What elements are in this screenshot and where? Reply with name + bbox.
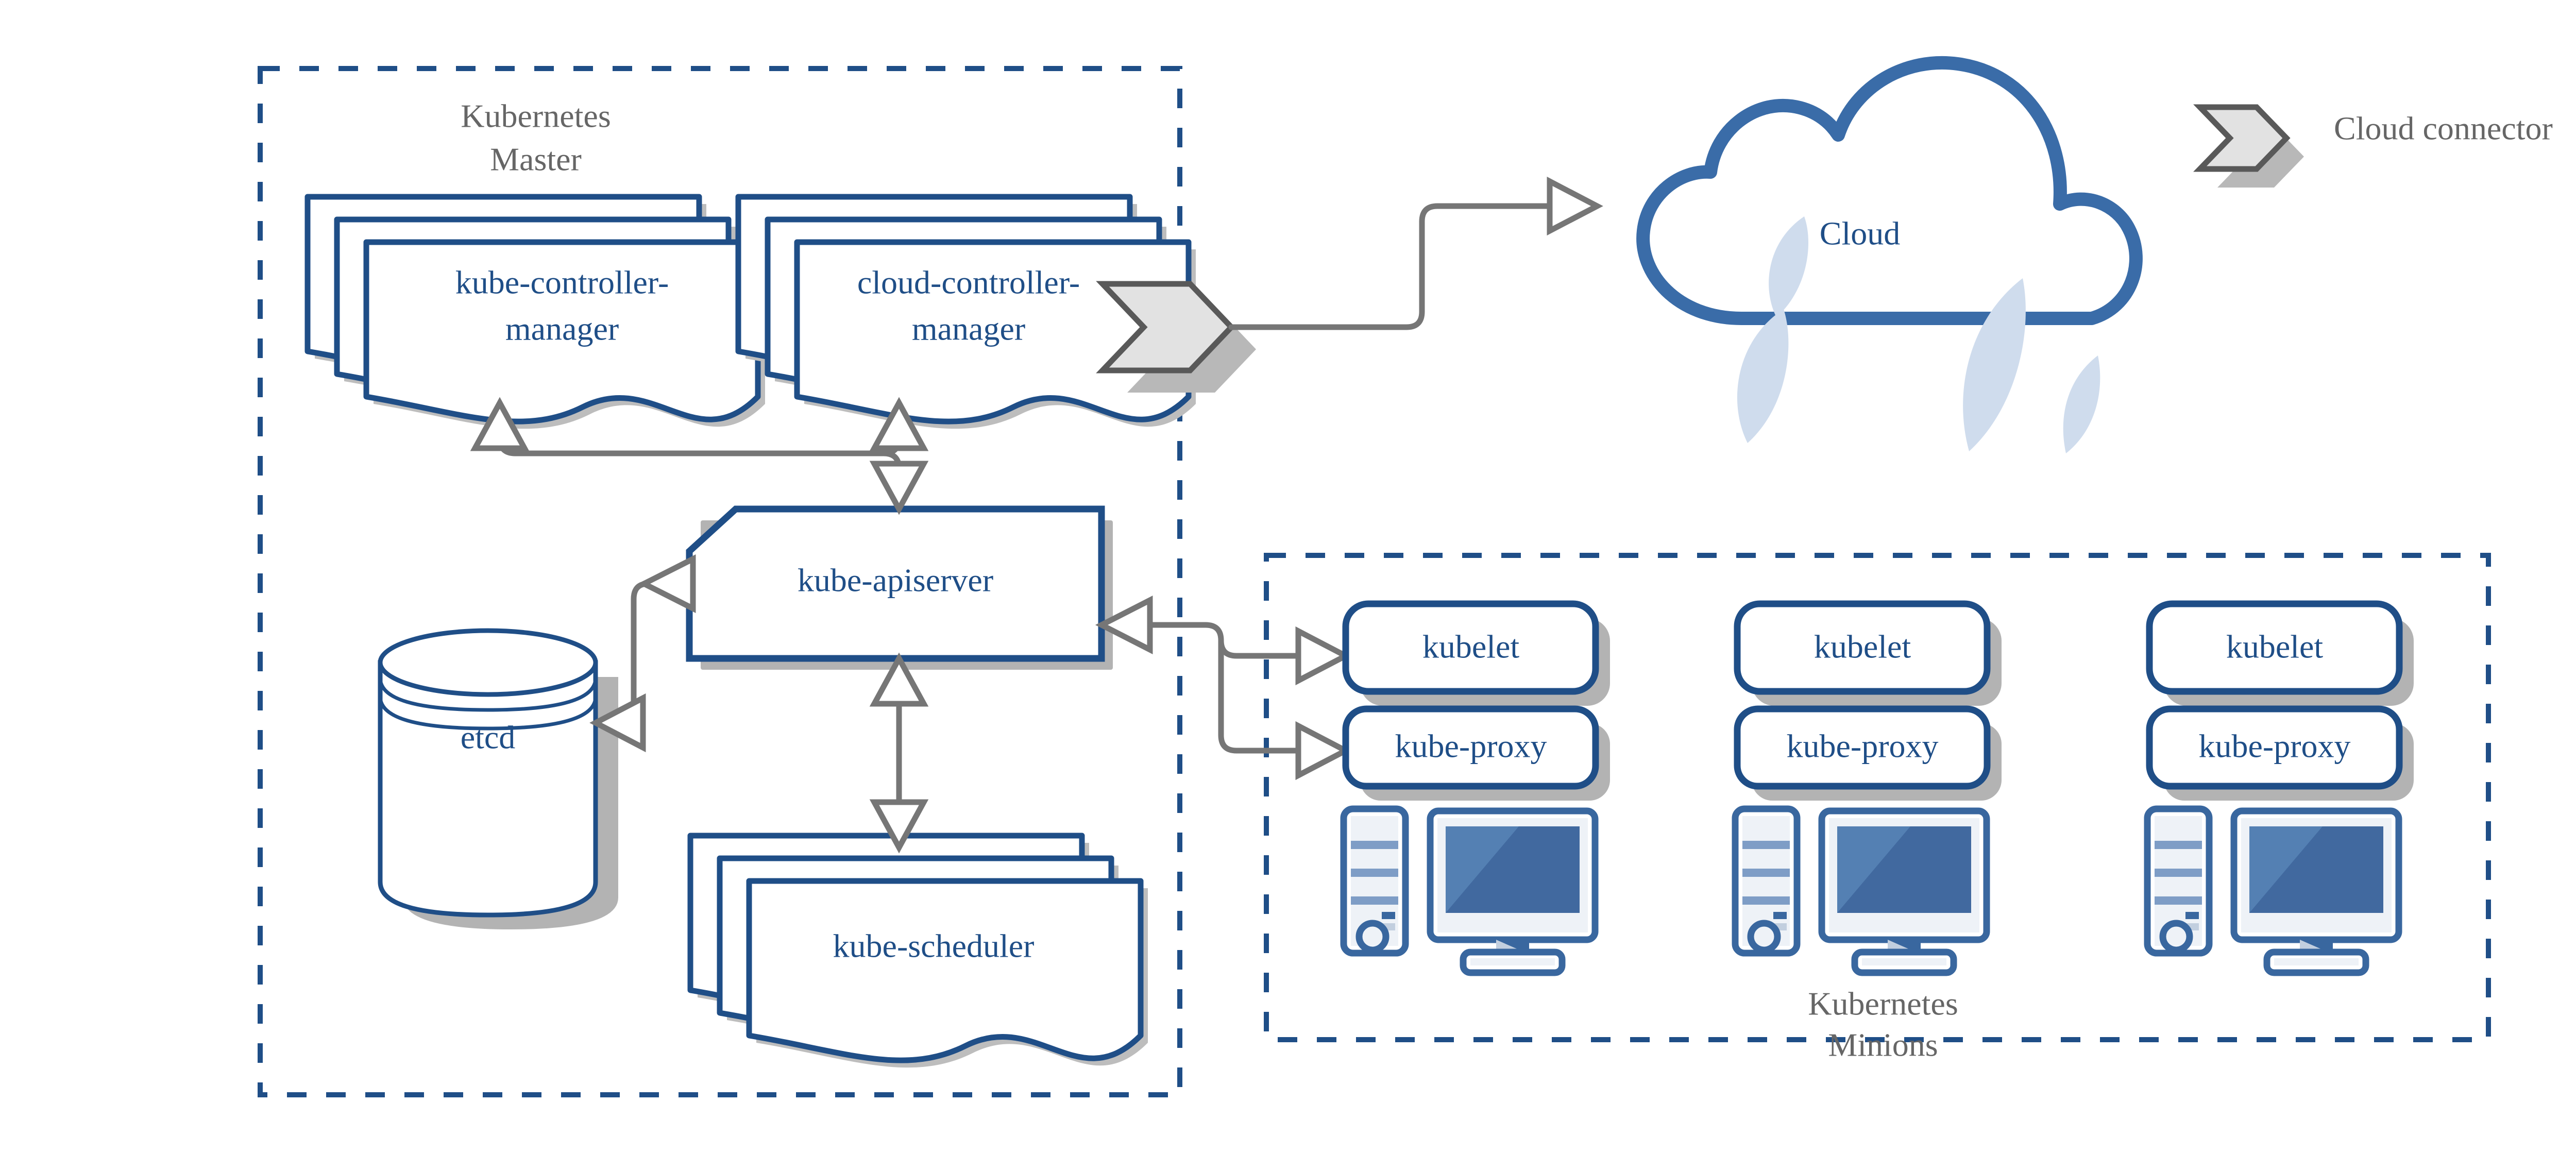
connector-apiserver-scheduler	[869, 652, 929, 854]
kube-scheduler-node[interactable]: kube-scheduler	[690, 836, 1148, 1068]
etcd-node[interactable]: etcd	[378, 628, 618, 929]
minion-node-1[interactable]: kubelet kube-proxy	[1340, 600, 1610, 976]
master-label-line1: Kubernetes	[461, 98, 611, 134]
kubelet-label-2: kubelet	[1814, 629, 1911, 665]
kubelet-label-3: kubelet	[2226, 629, 2324, 665]
connector-apiserver-to-minions	[1095, 596, 1352, 781]
kubelet-label-1: kubelet	[1422, 629, 1520, 665]
cloud-label: Cloud	[1820, 215, 1900, 252]
connector-apiserver-to-controllers	[470, 397, 929, 515]
kube-controller-manager-label-line2: manager	[505, 311, 619, 347]
connector-ccm-to-cloud	[1228, 176, 1603, 330]
computer-icon-2	[1732, 805, 1990, 976]
cloud-controller-manager-label-line2: manager	[912, 311, 1025, 347]
cloud-node[interactable]: Cloud	[1636, 56, 2143, 453]
minions-label-line1: Kubernetes	[1808, 986, 1958, 1022]
master-label-line2: Master	[490, 141, 582, 178]
kube-scheduler-label: kube-scheduler	[833, 928, 1035, 964]
kube-apiserver-node[interactable]: kube-apiserver	[686, 505, 1113, 670]
kubernetes-minions-boundary	[1264, 553, 2491, 1042]
kube-controller-manager-node[interactable]: kube-controller- manager	[308, 197, 765, 429]
kube-proxy-label-3: kube-proxy	[2198, 728, 2350, 765]
legend-cloud-connector: Cloud connector	[2193, 104, 2553, 188]
etcd-label: etcd	[461, 719, 516, 756]
kubernetes-master-title: Kubernetes Master	[461, 98, 611, 178]
connector-etcd-apiserver	[589, 554, 696, 753]
computer-icon-1	[1340, 805, 1599, 976]
kubernetes-master-boundary	[258, 66, 1182, 1097]
kube-apiserver-label: kube-apiserver	[798, 562, 993, 599]
kube-controller-manager-label-line1: kube-controller-	[455, 264, 669, 301]
cloud-controller-manager-node[interactable]: cloud-controller- manager	[738, 197, 1196, 429]
minion-node-3[interactable]: kubelet kube-proxy	[2144, 600, 2414, 976]
legend-label: Cloud connector	[2334, 110, 2553, 147]
cloud-connector-chevron-icon	[1096, 281, 1256, 393]
computer-icon-3	[2144, 805, 2402, 976]
cloud-controller-manager-label-line1: cloud-controller-	[857, 264, 1080, 301]
kube-proxy-label-2: kube-proxy	[1786, 728, 1938, 765]
minions-label-line2: Minions	[1828, 1027, 1938, 1063]
kube-proxy-label-1: kube-proxy	[1395, 728, 1547, 765]
minion-node-2[interactable]: kubelet kube-proxy	[1732, 600, 2002, 976]
kubernetes-minions-title: Kubernetes Minions	[1808, 986, 1958, 1063]
